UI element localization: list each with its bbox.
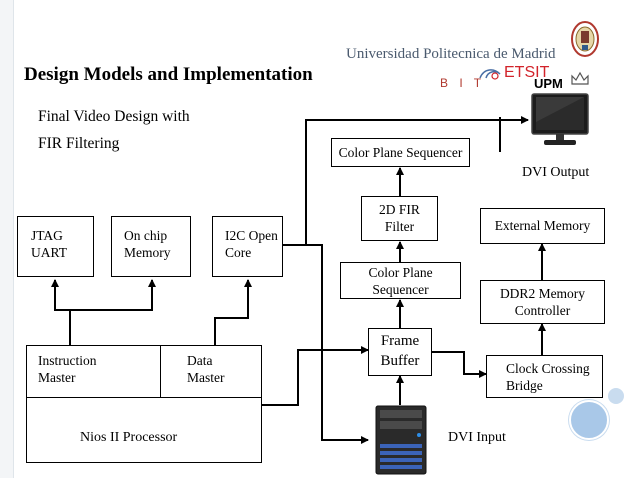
color-plane-sequencer-mid-block: Color Plane Sequencer [340,262,461,299]
left-edge-band [0,0,14,478]
wire-frame-to-clock [432,351,487,378]
wire-data-to-frame [262,346,369,406]
onchip-label-line1: On chip [124,228,168,243]
clock-label-line1: Clock Crossing [506,361,590,376]
cps-mid-label-line2: Sequencer [372,282,429,297]
cps-top-label: Color Plane Sequencer [338,145,463,160]
jtag-label-line2: UART [31,245,67,260]
jtag-label-line1: JTAG [31,228,63,243]
cps-mid-label-line1: Color Plane [368,265,433,280]
i2c-core-block: I2C Open Core [212,216,283,277]
decorative-circle-small [608,388,624,404]
subtitle-line-1: Final Video Design with [38,108,190,125]
ddr2-controller-block: DDR2 Memory Controller [480,280,605,324]
upm-logo: UPM [534,76,563,91]
data-label-line1: Data [187,353,213,368]
i2c-label-line1: I2C Open [225,228,278,243]
color-plane-sequencer-top-block: Color Plane Sequencer [331,138,470,167]
frame-label-line2: Buffer [380,353,420,369]
ddr2-label-line1: DDR2 Memory [499,286,586,301]
wire-instr-to-jtag [51,279,71,346]
i2c-label-line2: Core [225,245,252,260]
instruction-master-block: Instruction Master [26,345,162,398]
ddr2-label-line2: Controller [514,303,571,318]
fir-label-line2: Filter [384,219,415,234]
wire-i2c-to-dvi-output [283,116,529,246]
jtag-uart-block: JTAG UART [17,216,94,277]
upm-crown-icon [570,70,590,91]
bit-logo: B I T [440,76,486,90]
etsit-logo: ETSIT [504,64,550,81]
instruction-label-line1: Instruction [38,353,97,368]
ext-mem-label: External Memory [494,218,591,233]
data-master-block: Data Master [160,345,262,398]
slide-title: Design Models and Implementation [24,64,313,85]
wire-instr-to-onchip [70,279,156,311]
data-label-line2: Master [187,370,225,385]
fir-filter-block: 2D FIR Filter [361,196,438,241]
nios-processor-block [26,396,262,463]
frame-buffer-block: Frame Buffer [368,328,432,376]
dvi-input-label: DVI Input [448,430,506,445]
external-memory-block: External Memory [480,208,605,244]
nios-processor-label: Nios II Processor [80,430,178,445]
clock-crossing-bridge-block: Clock Crossing Bridge [486,355,603,398]
onchip-label-line2: Memory [124,245,171,260]
wire-data-to-i2c [214,279,252,346]
bit-logo-swirl [478,66,504,89]
upm-seal-logo [570,20,600,58]
subtitle-line-2: FIR Filtering [38,135,120,152]
onchip-memory-block: On chip Memory [111,216,191,277]
monitor-icon [530,92,590,155]
decorative-circle-large [569,400,609,440]
clock-label-line2: Bridge [506,378,543,393]
university-name: Universidad Politecnica de Madrid [346,46,556,62]
frame-label-line1: Frame [380,333,420,349]
fir-label-line1: 2D FIR [379,202,420,217]
dvi-output-label: DVI Output [522,165,590,180]
wire-i2c-to-dvi-input [306,244,369,444]
instruction-label-line2: Master [38,370,76,385]
computer-tower-icon [372,404,430,481]
